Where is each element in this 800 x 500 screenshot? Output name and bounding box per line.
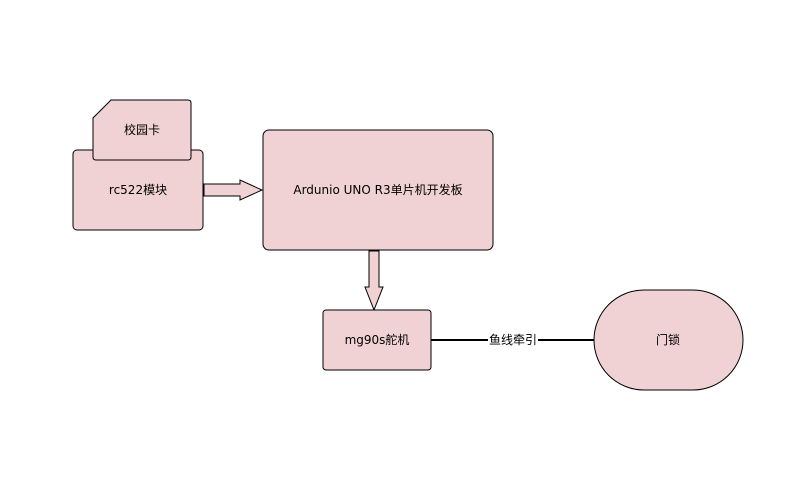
arduino-label: Ardunio UNO R3单片机开发板 xyxy=(293,182,462,197)
rc522-node[interactable]: rc522模块 xyxy=(72,149,204,231)
door-lock-node[interactable]: 门锁 xyxy=(593,289,744,391)
edge-label-fishing-line: 鱼线牵引 xyxy=(489,333,537,347)
rc522-label: rc522模块 xyxy=(109,183,167,197)
servo-node[interactable]: mg90s舵机 xyxy=(322,309,432,371)
servo-label: mg90s舵机 xyxy=(345,332,410,347)
campus-card-label: 校园卡 xyxy=(124,122,160,137)
arduino-node[interactable]: Ardunio UNO R3单片机开发板 xyxy=(262,129,494,251)
arduino-to-servo-arrow xyxy=(364,250,384,312)
campus-card-node[interactable]: 校园卡 xyxy=(92,99,192,161)
door-lock-label: 门锁 xyxy=(656,332,680,347)
servo-to-lock-edge: 鱼线牵引 xyxy=(431,332,594,348)
rc522-to-arduino-arrow xyxy=(203,179,264,201)
